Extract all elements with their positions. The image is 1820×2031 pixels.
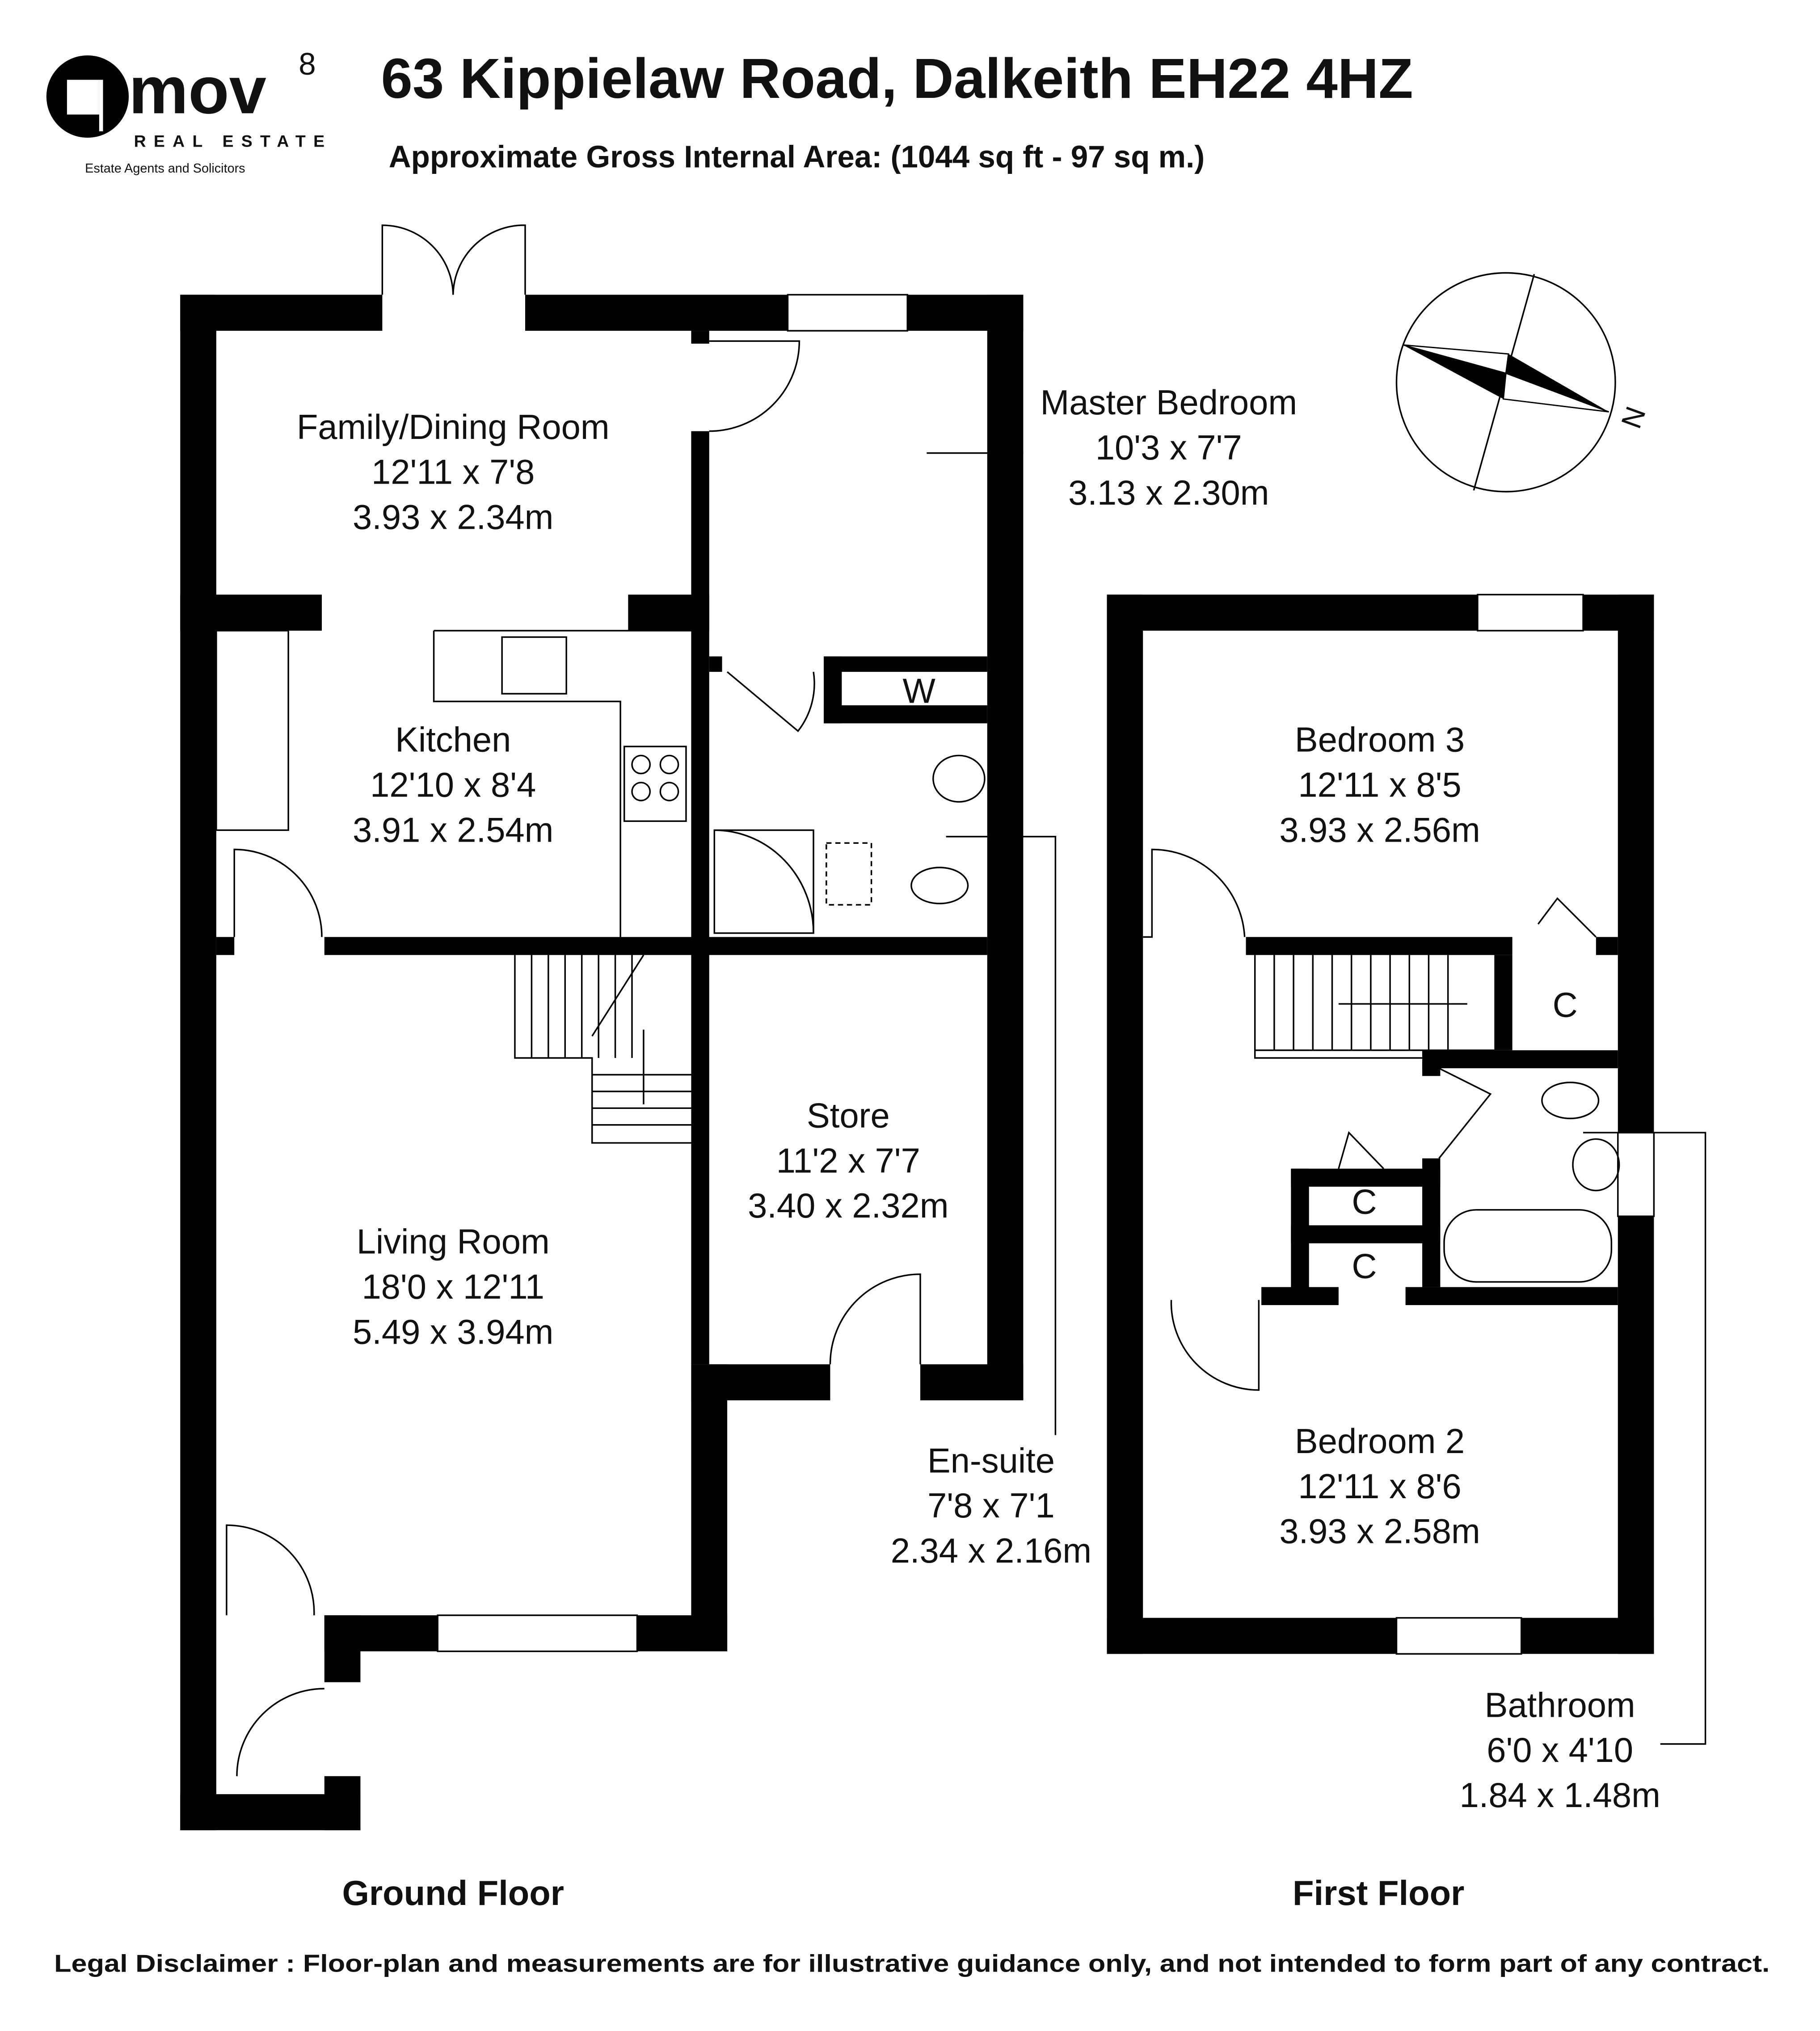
svg-text:3.40 x 2.32m: 3.40 x 2.32m — [748, 1187, 948, 1225]
first-floor-label: First Floor — [1293, 1874, 1464, 1913]
compass-icon: N — [1395, 272, 1652, 493]
legal-disclaimer: Legal Disclaimer : Floor-plan and measur… — [54, 1950, 1769, 1977]
room-bathroom: Bathroom 6'0 x 4'10 1.84 x 1.48m — [1459, 1686, 1660, 1815]
room-living: Living Room 18'0 x 12'11 5.49 x 3.94m — [353, 1223, 553, 1352]
svg-text:3.13 x 2.30m: 3.13 x 2.30m — [1068, 474, 1269, 512]
svg-text:3.93 x 2.34m: 3.93 x 2.34m — [353, 498, 553, 537]
svg-text:2.34 x 2.16m: 2.34 x 2.16m — [891, 1532, 1091, 1570]
svg-text:Bathroom: Bathroom — [1485, 1686, 1635, 1724]
svg-text:6'0 x 4'10: 6'0 x 4'10 — [1487, 1731, 1633, 1770]
compass-north-label: N — [1616, 403, 1652, 433]
room-bedroom-3: Bedroom 3 12'11 x 8'5 3.93 x 2.56m — [1279, 721, 1480, 850]
wardrobe-label: W — [902, 672, 935, 710]
svg-text:Family/Dining Room: Family/Dining Room — [297, 408, 610, 447]
svg-text:Kitchen: Kitchen — [395, 721, 511, 759]
svg-text:Bedroom 3: Bedroom 3 — [1295, 721, 1465, 759]
svg-text:18'0 x 12'11: 18'0 x 12'11 — [362, 1268, 544, 1306]
room-family-dining: Family/Dining Room 12'11 x 7'8 3.93 x 2.… — [297, 408, 610, 537]
svg-text:Living Room: Living Room — [357, 1223, 550, 1261]
ground-floor-walls — [180, 224, 1057, 1830]
svg-text:En-suite: En-suite — [927, 1441, 1055, 1480]
first-floor-walls — [1107, 594, 1706, 1745]
ground-floor-label: Ground Floor — [342, 1874, 564, 1913]
svg-text:3.93 x 2.58m: 3.93 x 2.58m — [1279, 1513, 1480, 1551]
page-title: 63 Kippielaw Road, Dalkeith EH22 4HZ — [381, 46, 1413, 110]
svg-text:Bedroom 2: Bedroom 2 — [1295, 1422, 1465, 1461]
room-store: Store 11'2 x 7'7 3.40 x 2.32m — [748, 1097, 948, 1226]
room-ensuite: En-suite 7'8 x 7'1 2.34 x 2.16m — [891, 1441, 1091, 1570]
svg-text:12'11 x 8'6: 12'11 x 8'6 — [1298, 1467, 1461, 1506]
svg-text:10'3 x 7'7: 10'3 x 7'7 — [1095, 429, 1242, 467]
logo-subtitle: REAL ESTATE — [134, 131, 333, 150]
svg-text:Store: Store — [807, 1097, 890, 1135]
svg-text:Master Bedroom: Master Bedroom — [1041, 383, 1298, 422]
svg-text:3.93 x 2.56m: 3.93 x 2.56m — [1279, 811, 1480, 849]
cupboard-label: C — [1553, 986, 1578, 1024]
logo-tagline: Estate Agents and Solicitors — [85, 161, 245, 176]
svg-text:5.49 x 3.94m: 5.49 x 3.94m — [353, 1313, 553, 1351]
svg-text:11'2 x 7'7: 11'2 x 7'7 — [776, 1142, 920, 1180]
area-text: Approximate Gross Internal Area: (1044 s… — [389, 139, 1205, 174]
svg-text:12'10 x 8'4: 12'10 x 8'4 — [370, 766, 536, 804]
logo-brand: mov — [129, 52, 266, 127]
cupboard-label: C — [1352, 1183, 1377, 1221]
logo: mov 8 REAL ESTATE Estate Agents and Soli… — [46, 46, 333, 176]
svg-text:1.84 x 1.48m: 1.84 x 1.48m — [1459, 1776, 1660, 1815]
room-kitchen: Kitchen 12'10 x 8'4 3.91 x 2.54m — [353, 721, 553, 850]
room-master-bedroom: Master Bedroom 10'3 x 7'7 3.13 x 2.30m — [1041, 383, 1298, 512]
cupboard-label: C — [1352, 1247, 1377, 1285]
room-bedroom-2: Bedroom 2 12'11 x 8'6 3.93 x 2.58m — [1279, 1422, 1480, 1551]
svg-text:7'8 x 7'1: 7'8 x 7'1 — [927, 1487, 1055, 1525]
logo-superscript: 8 — [299, 46, 316, 81]
svg-text:3.91 x 2.54m: 3.91 x 2.54m — [353, 811, 553, 849]
svg-text:12'11 x 8'5: 12'11 x 8'5 — [1298, 766, 1461, 804]
svg-text:12'11 x 7'8: 12'11 x 7'8 — [371, 453, 535, 492]
